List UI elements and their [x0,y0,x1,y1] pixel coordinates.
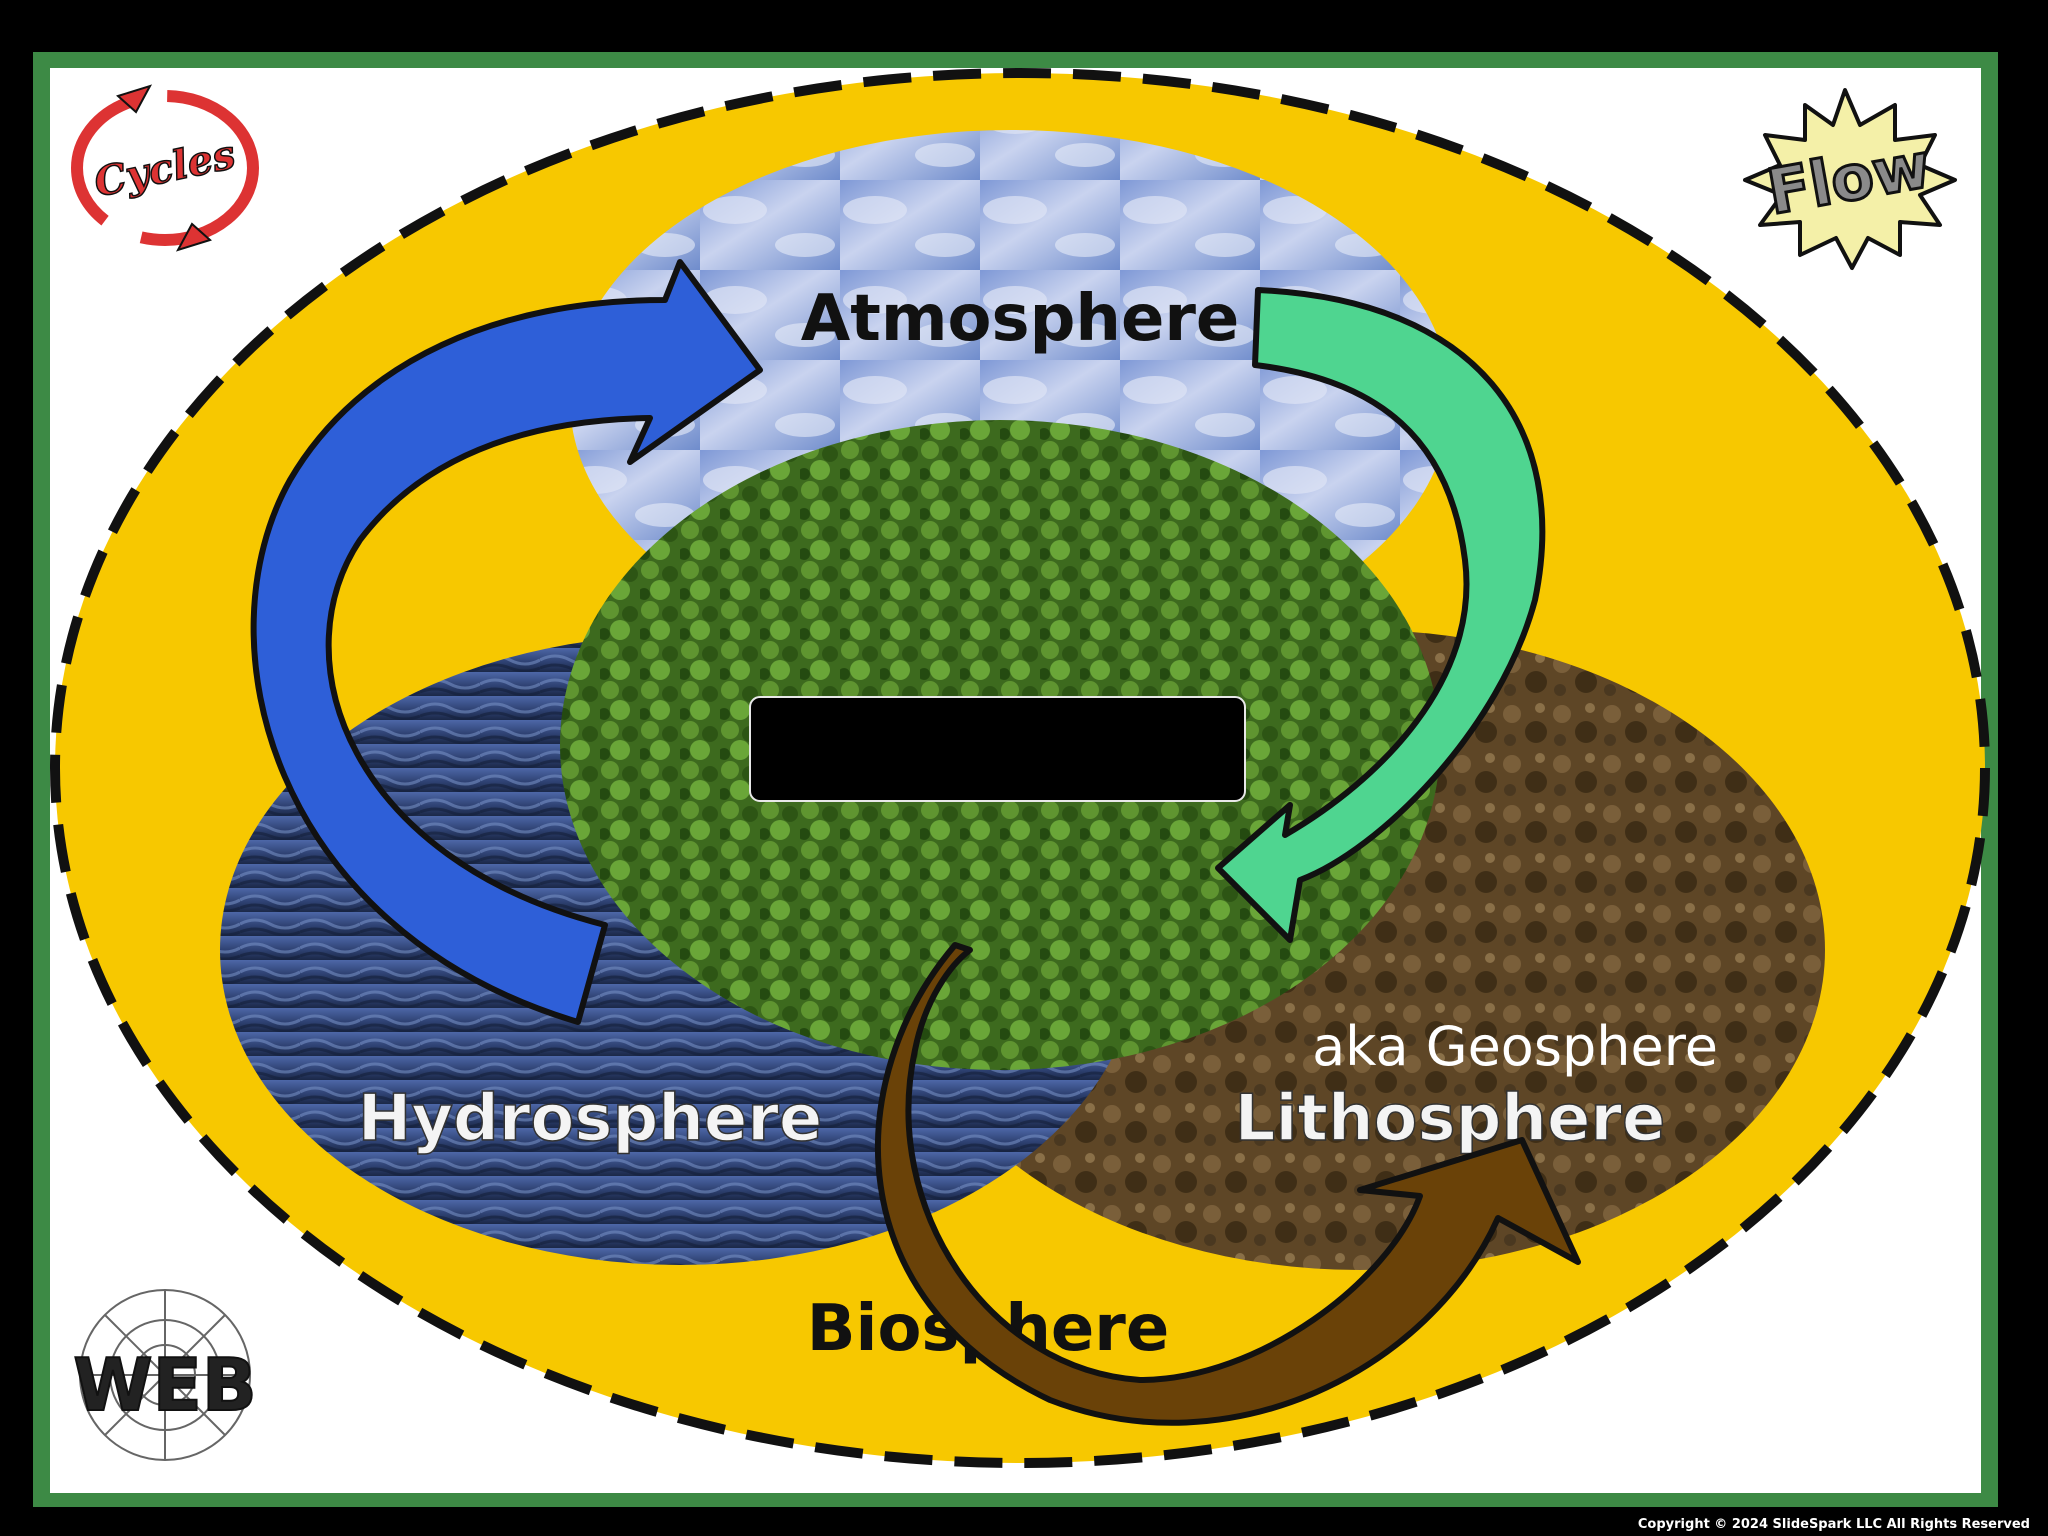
geosphere-note: aka Geosphere [1312,1015,1718,1078]
web-badge-label: WEB [73,1343,256,1427]
flow-badge: Flow [1743,88,1957,270]
web-badge: WEB [72,1289,258,1461]
spider-web-icon [79,1289,251,1461]
green-cycle-arrow [1215,287,1546,943]
cycles-arrowhead-icon [175,222,212,252]
lithosphere-label: Lithosphere [1235,1082,1666,1156]
atmosphere-label: Atmosphere [801,282,1240,356]
flow-starburst-icon [1743,88,1957,270]
cycles-arrowhead-icon [116,84,153,114]
brown-cycle-arrow [874,942,1581,1426]
copyright-notice: Copyright © 2024 SlideSpark LLC All Righ… [1637,1517,2030,1532]
hydrosphere-label: Hydrosphere [358,1082,822,1156]
blue-cycle-arrow [250,259,763,1025]
cycles-ring-icon [71,90,259,246]
redacted-title-box [749,696,1246,802]
